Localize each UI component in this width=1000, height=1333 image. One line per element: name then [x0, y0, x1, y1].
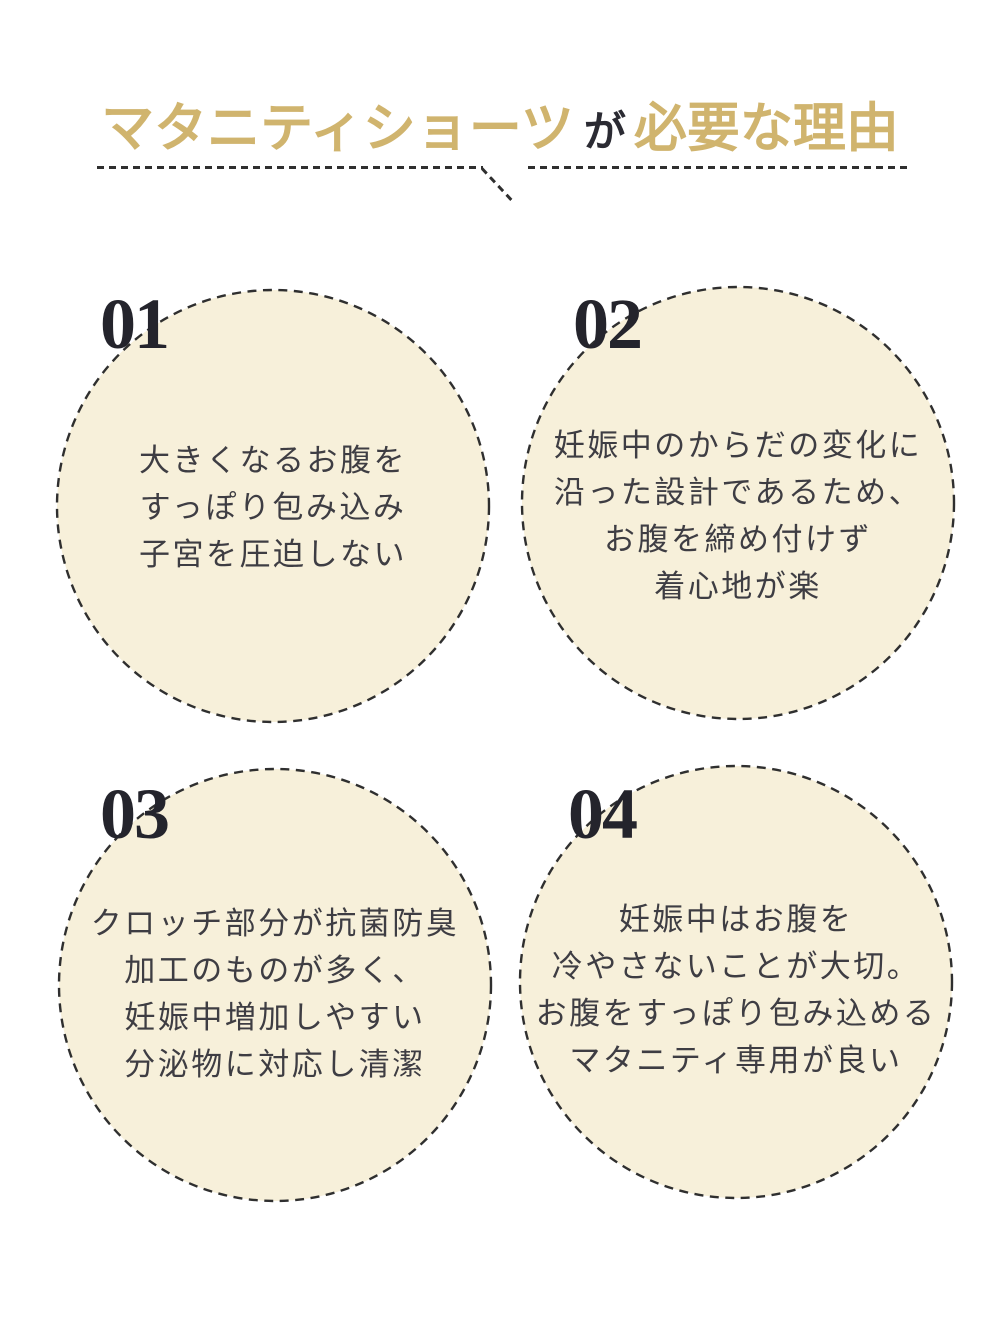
- reason-text-line: マタニティ専用が良い: [569, 1043, 903, 1078]
- reason-text-line: 沿った設計であるため、: [553, 474, 923, 510]
- reason-text: クロッチ部分が抗菌防臭 加工のものが多く、 妊娠中増加しやすい 分泌物に対応し清…: [57, 767, 493, 1203]
- page-title: マタニティショーツ が 必要な理由: [0, 86, 1000, 162]
- dashed-circle-outline: [57, 767, 493, 1203]
- reason-text-line: 分泌物に対応し清潔: [124, 1047, 426, 1082]
- reason-text: 妊娠中のからだの変化に 沿った設計であるため、 お腹を締め付けず 着心地が楽: [520, 285, 956, 721]
- reason-text: 妊娠中はお腹を 冷やさないことが大切。 お腹をすっぽり包み込める マタニティ専用…: [518, 764, 954, 1200]
- dashed-circle-outline: [55, 288, 491, 724]
- divider-left-line: [97, 166, 483, 169]
- divider-right-line: [528, 166, 907, 169]
- reason-card-03: 03 クロッチ部分が抗菌防臭 加工のものが多く、 妊娠中増加しやすい 分泌物に対…: [57, 767, 493, 1203]
- divider-diagonal-line: [480, 167, 516, 204]
- reason-text-line: 妊娠中のからだの変化に: [553, 427, 923, 463]
- reason-text-line: 子宮を圧迫しない: [139, 536, 407, 572]
- reason-text-line: お腹を締め付けず: [604, 521, 872, 557]
- dashed-circle-outline: [520, 285, 956, 721]
- reason-text-line: すっぽり包み込み: [139, 489, 407, 525]
- reason-card-01: 01 大きくなるお腹を すっぽり包み込み 子宮を圧迫しない: [55, 288, 491, 724]
- reason-number: 02: [573, 284, 643, 364]
- reason-text-line: 妊娠中はお腹を: [618, 902, 854, 937]
- reason-text-line: 大きくなるお腹を: [139, 442, 407, 478]
- reason-card-02: 02 妊娠中のからだの変化に 沿った設計であるため、 お腹を締め付けず 着心地が…: [520, 285, 956, 721]
- title-main-text: マタニティショーツ: [101, 100, 574, 158]
- reason-number: 04: [568, 774, 638, 854]
- dashed-circle-outline: [518, 764, 954, 1200]
- reason-text-line: 加工のものが多く、: [124, 953, 426, 988]
- title-highlight-text: 必要な理由: [633, 100, 899, 158]
- reason-number: 01: [100, 284, 170, 364]
- reason-number: 03: [100, 774, 170, 854]
- reason-text-line: クロッチ部分が抗菌防臭: [90, 906, 460, 941]
- reason-card-04: 04 妊娠中はお腹を 冷やさないことが大切。 お腹をすっぽり包み込める マタニテ…: [518, 764, 954, 1200]
- reason-text-line: 着心地が楽: [654, 568, 822, 604]
- reason-text-line: お腹をすっぽり包み込める: [535, 996, 937, 1031]
- reason-text-line: 妊娠中増加しやすい: [124, 1000, 426, 1035]
- reason-text-line: 冷やさないことが大切。: [551, 949, 921, 984]
- title-particle-text: が: [583, 110, 626, 156]
- reason-text: 大きくなるお腹を すっぽり包み込み 子宮を圧迫しない: [55, 288, 491, 724]
